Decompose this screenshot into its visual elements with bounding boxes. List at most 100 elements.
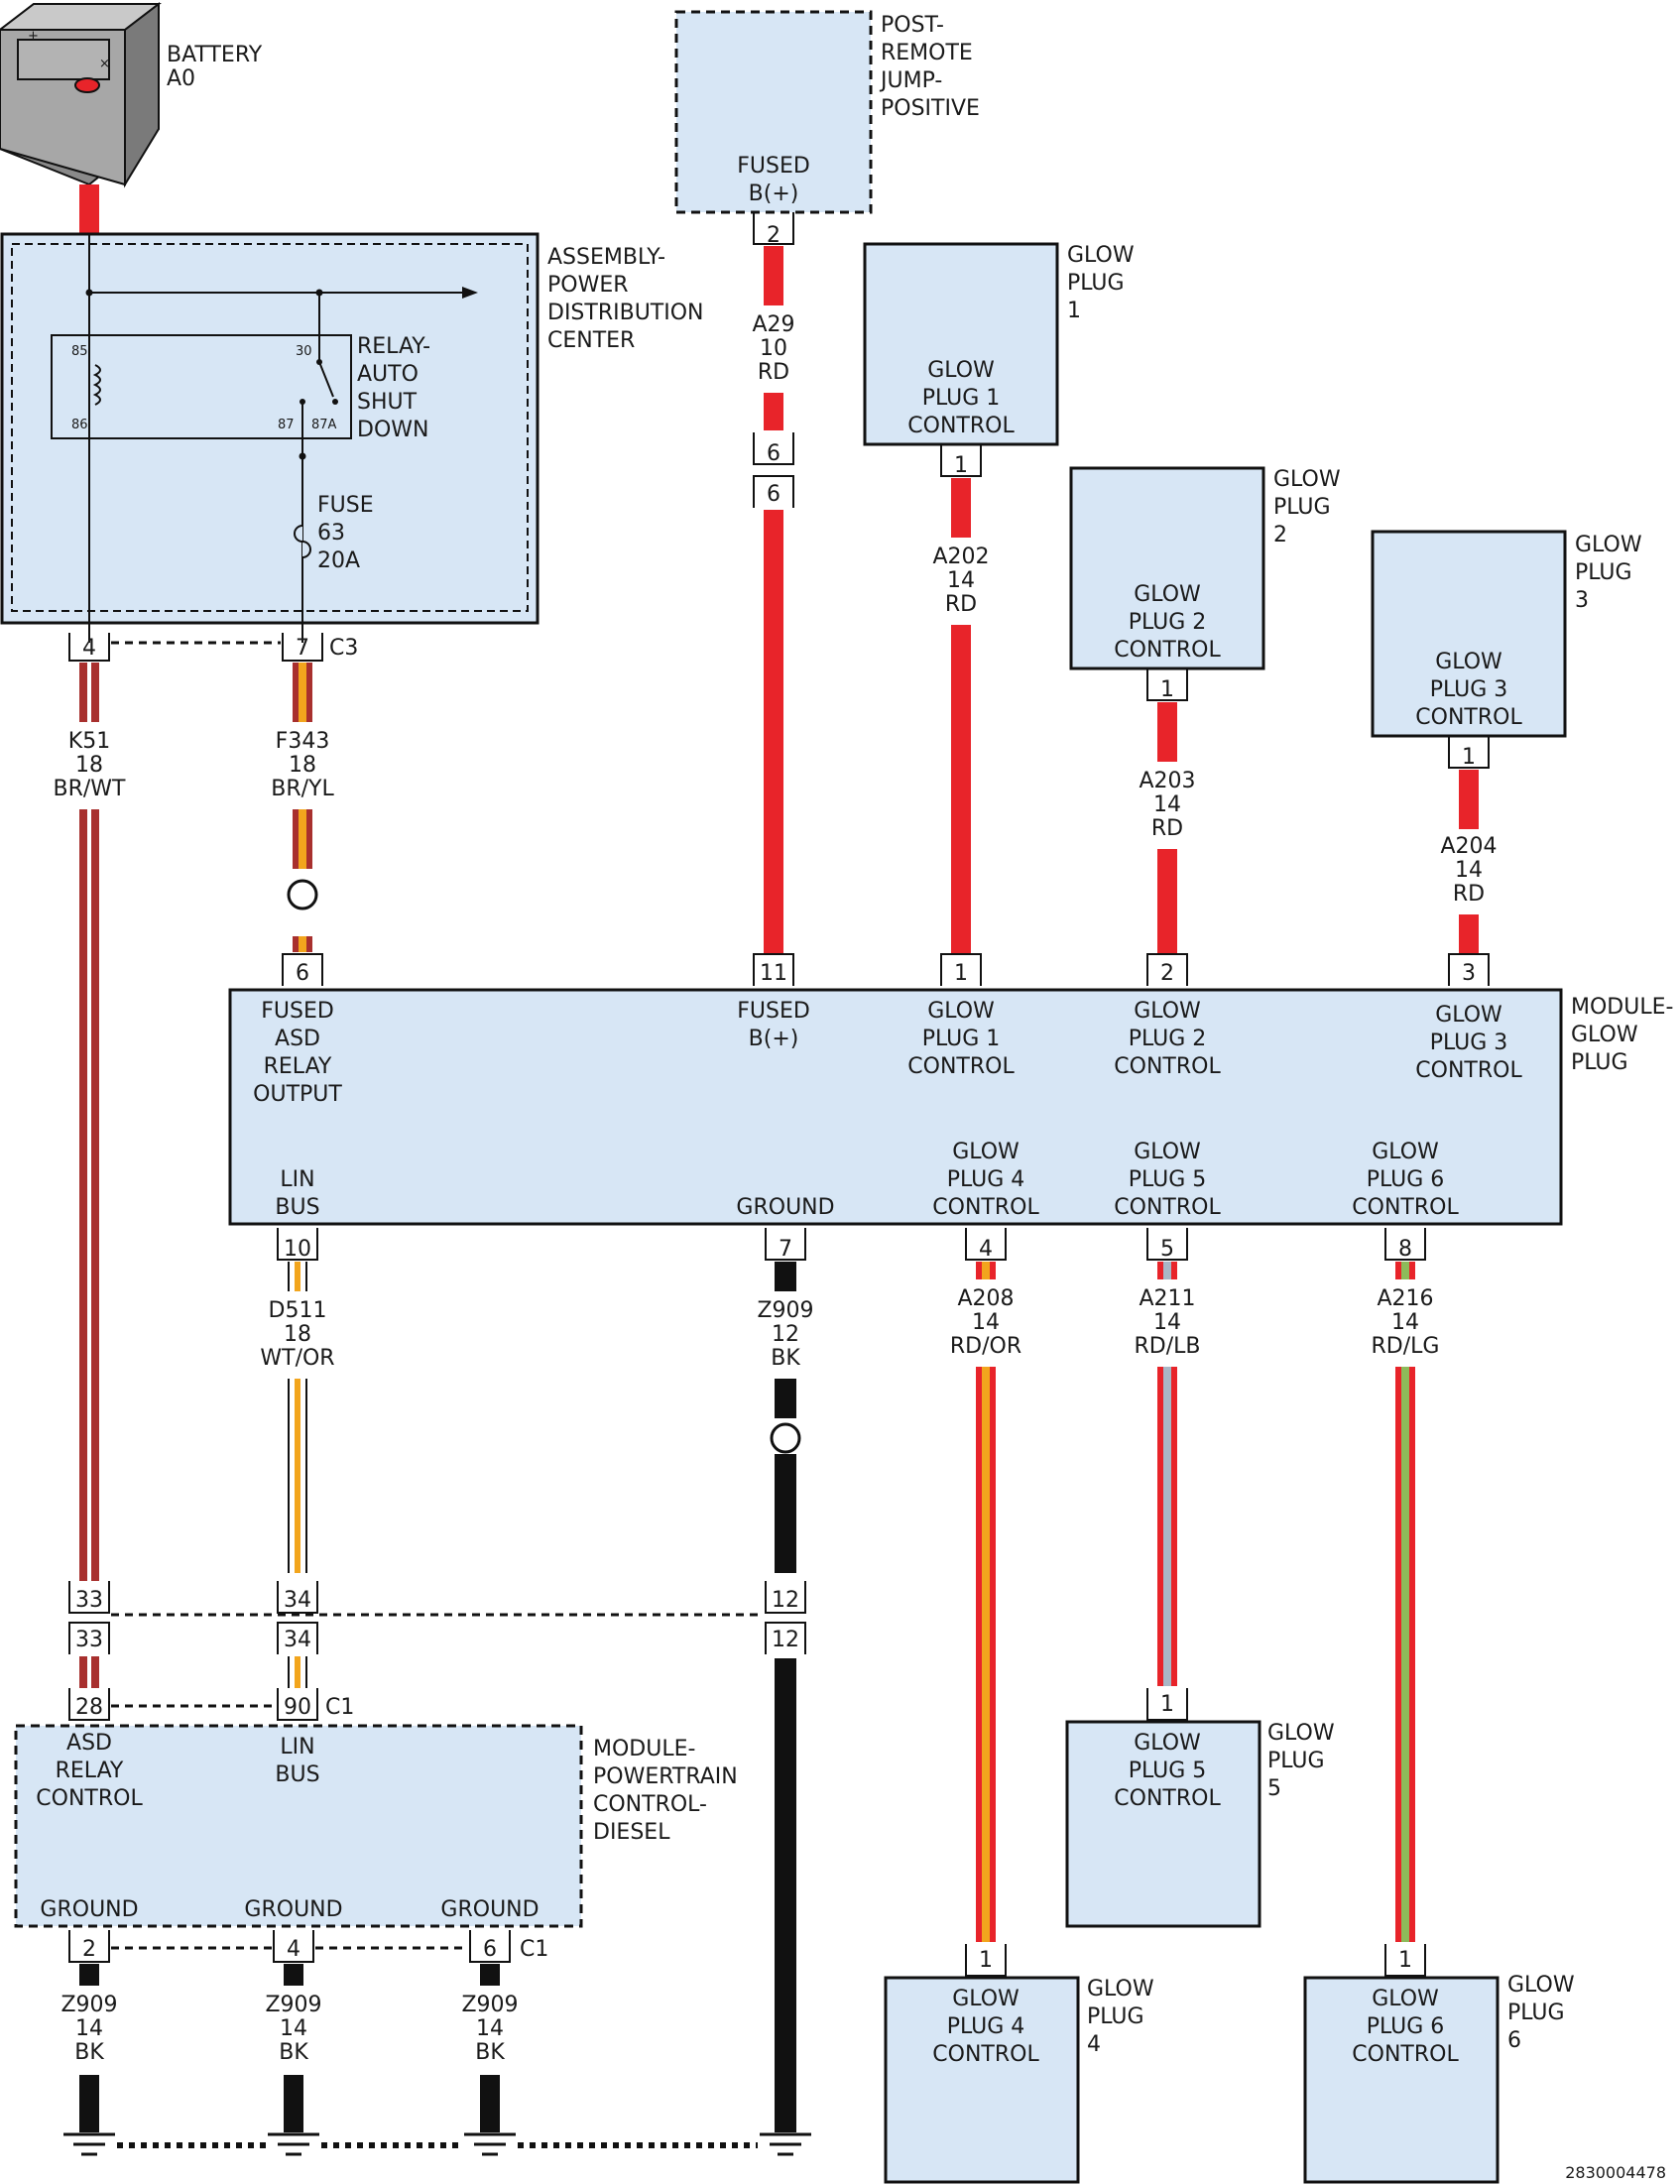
a211-gauge: 14	[1153, 1310, 1181, 1335]
gpm-gp5-2: PLUG 5	[1129, 1167, 1207, 1192]
a29-gauge: 10	[760, 336, 787, 361]
ground-icon	[760, 2132, 811, 2156]
post-label-3: JUMP-	[879, 68, 942, 93]
wire-a202	[951, 478, 971, 538]
k51-gauge: 18	[75, 753, 103, 778]
gpm-gp3-1: GLOW	[1435, 1003, 1502, 1028]
relay-box	[51, 334, 352, 439]
pcm-pin-28: 28	[75, 1695, 103, 1720]
document-id: 2830004478	[1565, 2163, 1666, 2182]
glow-plug-module: 6 11 1 2 3 FUSED ASD RELAY OUTPUT FUSED …	[228, 953, 1673, 1262]
pdc-pin-7: 7	[296, 636, 309, 661]
a208-gauge: 14	[972, 1310, 1000, 1335]
gp6-side-1: GLOW	[1507, 1973, 1575, 1998]
relay-pin-86: 86	[71, 418, 88, 432]
gp6-inner-1: GLOW	[1372, 1987, 1439, 2011]
a216-color: RD/LG	[1372, 1334, 1440, 1359]
wire-k51	[79, 663, 99, 1581]
gp3-side-2: PLUG	[1575, 560, 1632, 585]
post-remote-jump: FUSED B(+) POST- REMOTE JUMP- POSITIVE 2	[674, 10, 980, 248]
relay-label-1: RELAY-	[357, 334, 430, 359]
gpm-label-1: MODULE-	[1571, 995, 1673, 1020]
ground-icon	[63, 2132, 115, 2156]
d511-gauge: 18	[284, 1322, 311, 1347]
gpm-pin-7: 7	[779, 1237, 792, 1262]
gp3-side-1: GLOW	[1575, 533, 1642, 557]
gp3-inner-1: GLOW	[1435, 650, 1502, 674]
gp5-inner-2: PLUG 5	[1129, 1759, 1207, 1783]
post-inner-2: B(+)	[749, 182, 799, 206]
gp1-pin: 1	[954, 453, 968, 478]
gpm-gp1-1: GLOW	[927, 999, 995, 1024]
pcm-label-1: MODULE-	[593, 1737, 695, 1761]
pdc-pin-4: 4	[82, 636, 96, 661]
pcm-ground-2: GROUND	[244, 1897, 342, 1922]
a204-gauge: 14	[1455, 858, 1483, 883]
gpm-gp1-3: CONTROL	[907, 1054, 1015, 1079]
fuse-label-2: 63	[317, 521, 345, 546]
gp5-pin: 1	[1160, 1692, 1174, 1717]
inline-pin-34b: 34	[284, 1628, 311, 1652]
battery-id: A0	[167, 66, 195, 91]
gp4-inner-2: PLUG 4	[947, 2014, 1025, 2039]
splice-icon	[287, 879, 318, 910]
gp6-inner-2: PLUG 6	[1367, 2014, 1445, 2039]
a204-color: RD	[1453, 882, 1485, 907]
a203-color: RD	[1151, 816, 1183, 841]
gpm-pin-2: 2	[1160, 961, 1174, 986]
gpm-gp3-2: PLUG 3	[1430, 1031, 1508, 1055]
inline-pin-6a: 6	[767, 441, 780, 466]
pdc-connector: C3	[329, 636, 358, 661]
gp3-side-3: 3	[1575, 588, 1589, 613]
gp1-inner-2: PLUG 1	[922, 386, 1001, 411]
wire-z909-ground-3	[480, 1964, 500, 2132]
wire-z909-ground-2	[284, 1964, 303, 2132]
pcm-pin-90: 90	[284, 1695, 311, 1720]
gpm-gp6-1: GLOW	[1372, 1140, 1439, 1164]
z909-main-circuit: Z909	[757, 1298, 813, 1323]
gp6-inner-3: CONTROL	[1352, 2042, 1459, 2067]
gpm-pin-5: 5	[1160, 1237, 1174, 1262]
gp2-side-3: 2	[1273, 523, 1287, 547]
gp6-pin: 1	[1398, 1948, 1412, 1973]
pcm-connector-top: C1	[325, 1695, 354, 1720]
z909-g3-color: BK	[475, 2040, 505, 2065]
pcm-asd-1: ASD	[66, 1731, 112, 1756]
glow-plug-3: GLOW PLUG 3 CONTROL GLOW PLUG 3 1	[1371, 530, 1642, 770]
gpm-pin-4: 4	[979, 1237, 993, 1262]
z909-main-gauge: 12	[772, 1322, 799, 1347]
fuse-icon	[294, 525, 311, 558]
wire-a211	[1157, 1262, 1177, 1686]
wire-z909-ground-1	[79, 1964, 99, 2132]
post-label-2: REMOTE	[881, 41, 973, 65]
relay-label-4: DOWN	[357, 418, 428, 442]
gp3-inner-2: PLUG 3	[1430, 677, 1508, 702]
f343-color: BR/YL	[271, 777, 334, 801]
a202-gauge: 14	[947, 568, 975, 593]
z909-g1-gauge: 14	[75, 2016, 103, 2041]
gpm-label-3: PLUG	[1571, 1050, 1628, 1075]
gp4-inner-3: CONTROL	[932, 2042, 1039, 2067]
gpm-fused-asd-1: FUSED	[261, 999, 334, 1024]
gp1-side-1: GLOW	[1067, 243, 1135, 268]
inline-pin-6b: 6	[767, 482, 780, 507]
inline-connector: 33 34 12 33 34 12	[68, 1581, 806, 1654]
gp6-side-3: 6	[1507, 2028, 1521, 2053]
gpm-fused-b-2: B(+)	[749, 1027, 799, 1051]
relay-label-3: SHUT	[357, 390, 418, 415]
pcm-pin-2: 2	[82, 1937, 96, 1962]
pcm-label-2: POWERTRAIN	[593, 1764, 738, 1789]
wire-f343	[293, 663, 312, 952]
glow-plug-2: GLOW PLUG 2 CONTROL GLOW PLUG 2 1	[1069, 466, 1341, 702]
gpm-gp1-2: PLUG 1	[922, 1027, 1001, 1051]
wire-z909-main	[775, 1262, 796, 2132]
a211-color: RD/LB	[1135, 1334, 1201, 1359]
post-pin: 2	[767, 223, 780, 248]
inline-pin-33b: 33	[75, 1628, 103, 1652]
pcm-lin-1: LIN	[280, 1735, 314, 1759]
post-label-1: POST-	[881, 13, 944, 38]
pcm-ground-1: GROUND	[40, 1897, 138, 1922]
gpm-gp4-3: CONTROL	[932, 1195, 1039, 1220]
pdc-label-1: ASSEMBLY-	[547, 245, 665, 270]
